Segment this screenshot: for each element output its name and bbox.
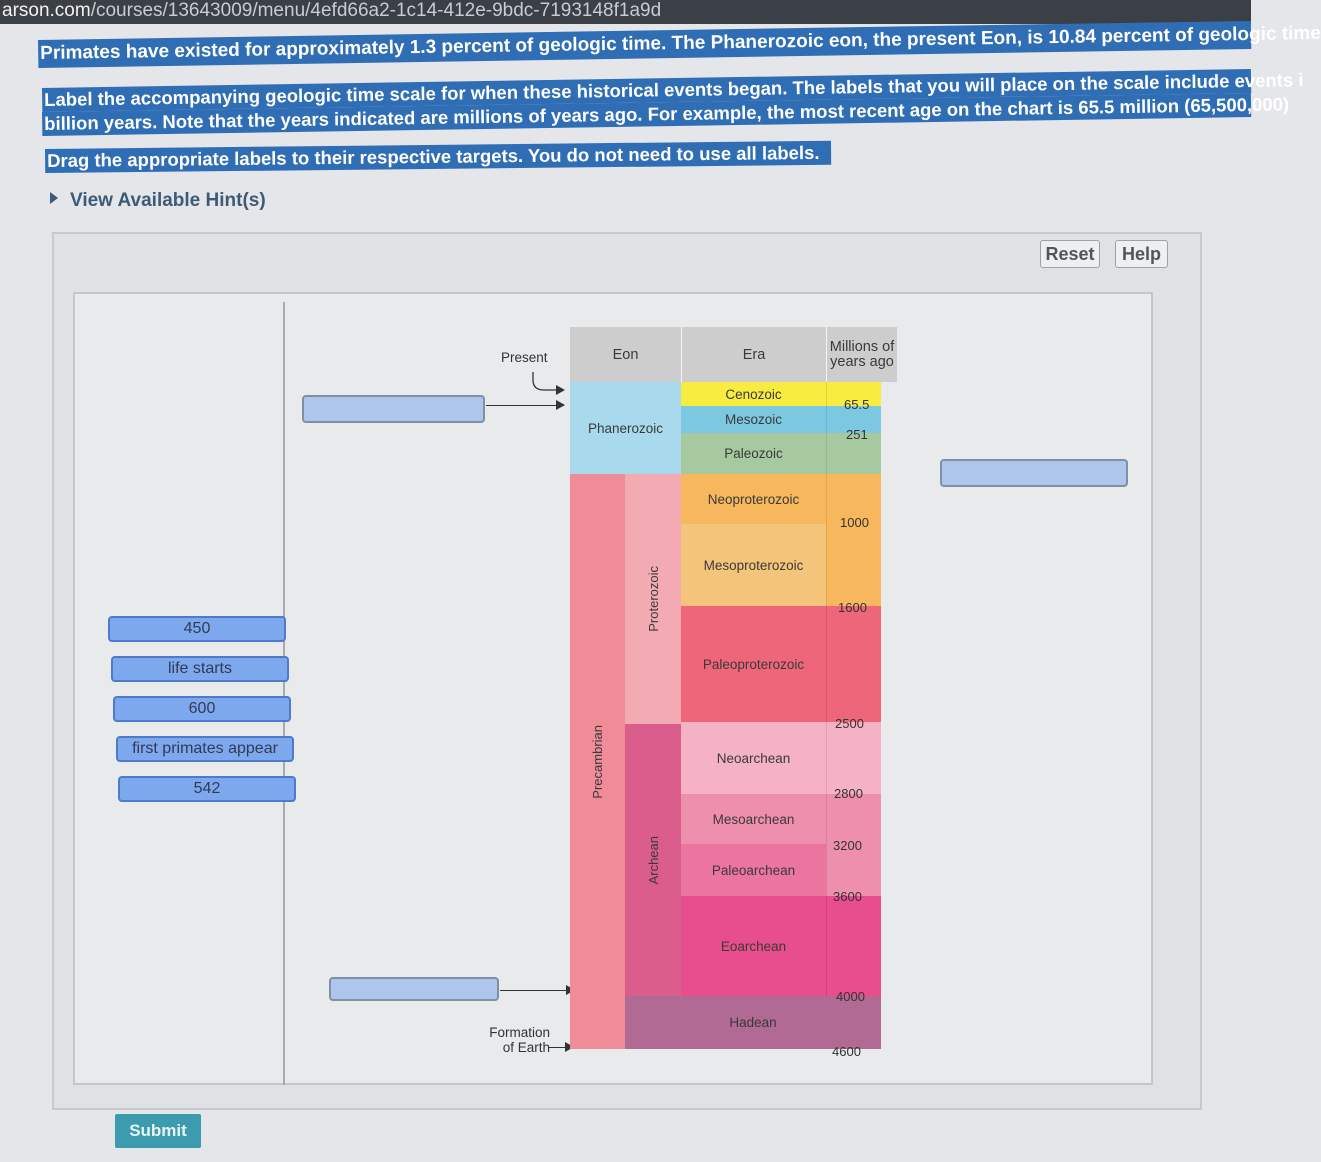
era-neoproterozoic: Neoproterozoic xyxy=(681,474,826,524)
age-2800: 2800 xyxy=(834,786,863,801)
mya-band-cenozoic xyxy=(826,382,881,406)
eon-precambrian-cell: Precambrian xyxy=(570,474,625,1049)
age-3600: 3600 xyxy=(833,889,862,904)
label-bank-divider xyxy=(283,302,285,1085)
age-251: 251 xyxy=(846,427,868,442)
drop-target-present[interactable] xyxy=(302,395,485,423)
era-paleoarchean: Paleoarchean xyxy=(681,844,826,896)
age-4600: 4600 xyxy=(832,1044,861,1059)
eon-precambrian: Precambrian xyxy=(590,724,605,799)
header-eon: Eon xyxy=(570,327,681,382)
view-hints-label: View Available Hint(s) xyxy=(70,190,266,211)
draggable-label-first-primates-appear[interactable]: first primates appear xyxy=(116,736,294,762)
submit-button[interactable]: Submit xyxy=(115,1114,201,1148)
help-button[interactable]: Help xyxy=(1115,240,1168,268)
era-mesozoic: Mesozoic xyxy=(681,406,826,433)
draggable-label-600[interactable]: 600 xyxy=(113,696,291,722)
age-1000: 1000 xyxy=(840,515,869,530)
eon-archean-cell: Archean xyxy=(625,724,681,996)
eon-proterozoic: Proterozoic xyxy=(645,566,661,632)
mya-band-neoarchean xyxy=(826,722,881,794)
drop-target-formation[interactable] xyxy=(329,977,499,1001)
formation-of-earth-label: Formation of Earth xyxy=(489,1025,550,1055)
draggable-label-life-starts[interactable]: life starts xyxy=(111,656,289,682)
mya-band-archean-mid xyxy=(826,794,881,896)
url-path: /courses/13643009/menu/4efd66a2-1c14-412… xyxy=(90,0,662,21)
arrow-icon xyxy=(549,1042,574,1052)
reset-button[interactable]: Reset xyxy=(1040,240,1100,268)
era-paleozoic: Paleozoic xyxy=(681,433,826,474)
eon-archean: Archean xyxy=(645,835,661,885)
bent-arrow-icon xyxy=(532,372,565,395)
age-3200: 3200 xyxy=(833,838,862,853)
mya-band-paleozoic xyxy=(826,433,881,474)
era-paleoproterozoic: Paleoproterozoic xyxy=(681,606,826,722)
draggable-label-542[interactable]: 542 xyxy=(118,776,296,802)
era-mesoarchean: Mesoarchean xyxy=(681,794,826,844)
geologic-time-scale: Eon Era Millions of years ago Phanerozoi… xyxy=(570,327,897,1059)
expand-triangle-icon xyxy=(50,192,58,204)
mya-band-mesozoic xyxy=(826,406,881,433)
browser-url-bar[interactable]: arson.com/courses/13643009/menu/4efd66a2… xyxy=(0,0,1251,24)
arrow-icon xyxy=(500,985,575,995)
era-neoarchean: Neoarchean xyxy=(681,722,826,794)
arrow-icon xyxy=(486,400,565,410)
question-intro: Primates have existed for approximately … xyxy=(38,20,1321,68)
age-4000: 4000 xyxy=(836,989,865,1004)
era-hadean: Hadean xyxy=(625,996,881,1049)
question-instruction: Drag the appropriate labels to their res… xyxy=(45,140,832,173)
age-2500: 2500 xyxy=(835,716,864,731)
view-hints-toggle[interactable]: View Available Hint(s) xyxy=(50,190,266,212)
header-mya: Millions of years ago xyxy=(826,327,897,382)
present-label: Present xyxy=(501,350,548,365)
era-eoarchean: Eoarchean xyxy=(681,896,826,996)
era-mesoproterozoic: Mesoproterozoic xyxy=(681,524,826,606)
header-era: Era xyxy=(681,327,826,382)
drop-target-phanerozoic-start[interactable] xyxy=(940,459,1128,487)
era-cenozoic: Cenozoic xyxy=(681,382,826,406)
draggable-label-450[interactable]: 450 xyxy=(108,616,286,642)
mya-band-proterozoic-upper xyxy=(826,474,881,606)
age-65-5: 65.5 xyxy=(844,397,870,412)
mya-band-paleoproterozoic xyxy=(826,606,881,722)
mya-band-eoarchean xyxy=(826,896,881,996)
eon-phanerozoic: Phanerozoic xyxy=(570,382,681,474)
eon-proterozoic-cell: Proterozoic xyxy=(625,474,681,724)
age-1600: 1600 xyxy=(838,600,867,615)
url-host: arson.com xyxy=(2,0,91,21)
